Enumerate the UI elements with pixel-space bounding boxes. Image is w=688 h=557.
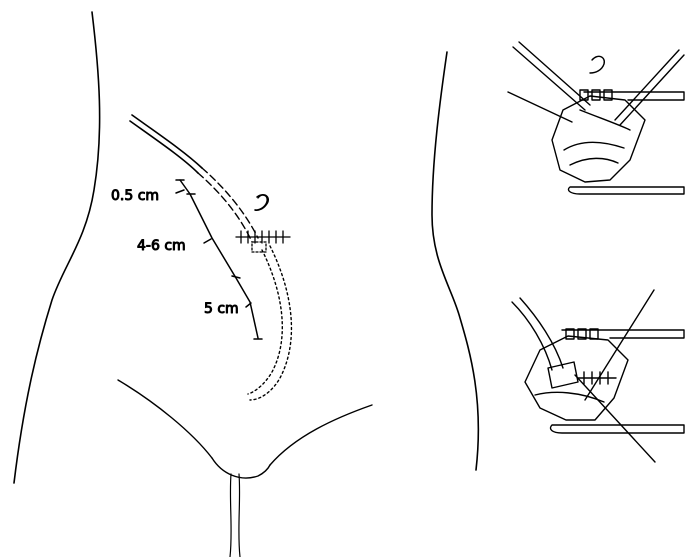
- catheter-external-segment: [132, 115, 202, 168]
- catheter-subcutaneous-dashed: [202, 168, 258, 238]
- label-5cm: 5 cm: [204, 301, 239, 317]
- inset-bottom-tube-outer-2: [520, 298, 563, 368]
- abdomen-figure: [14, 12, 478, 557]
- incision-sutures: [236, 231, 290, 252]
- inset-top-clamp-left: [513, 47, 585, 110]
- inset-top-umbilicus: [590, 56, 604, 73]
- inset-top-retractor-lower: [568, 187, 684, 194]
- inset-top-clamp-right: [620, 55, 684, 125]
- groin-right-crease: [270, 405, 372, 465]
- inset-top-tissue-fold: [564, 142, 624, 150]
- catheter-external-segment-2: [130, 121, 198, 173]
- inset-top-clamp-left-3: [508, 92, 572, 122]
- inset-bottom-needle-line-2: [575, 375, 655, 462]
- groin-left-crease: [118, 380, 212, 458]
- label-0-5cm: 0.5 cm: [111, 188, 159, 204]
- inset-top-tissue-fold-2: [570, 158, 618, 165]
- pubic-curve: [212, 458, 270, 478]
- torso-left-outline: [14, 12, 100, 483]
- inset-bottom-tissue-fold: [535, 392, 604, 402]
- inset-top-tube: [580, 110, 630, 130]
- label-4-6cm: 4-6 cm: [137, 238, 186, 254]
- catheter-subcutaneous-dashed-2: [198, 173, 252, 242]
- inset-top-clamp-right-2: [615, 50, 679, 120]
- inset-top-surgical-view: [508, 42, 684, 194]
- catheter-tube: [130, 115, 291, 400]
- inset-top-wound-outline: [552, 96, 645, 182]
- catheter-intraperitoneal-dotted-2: [248, 250, 282, 394]
- thigh-line-right: [239, 474, 240, 557]
- inset-bottom-retractor-lower: [550, 425, 684, 433]
- inset-bottom-surgical-view: [512, 290, 684, 462]
- thigh-line-left: [230, 474, 231, 557]
- torso-right-outline: [432, 52, 478, 470]
